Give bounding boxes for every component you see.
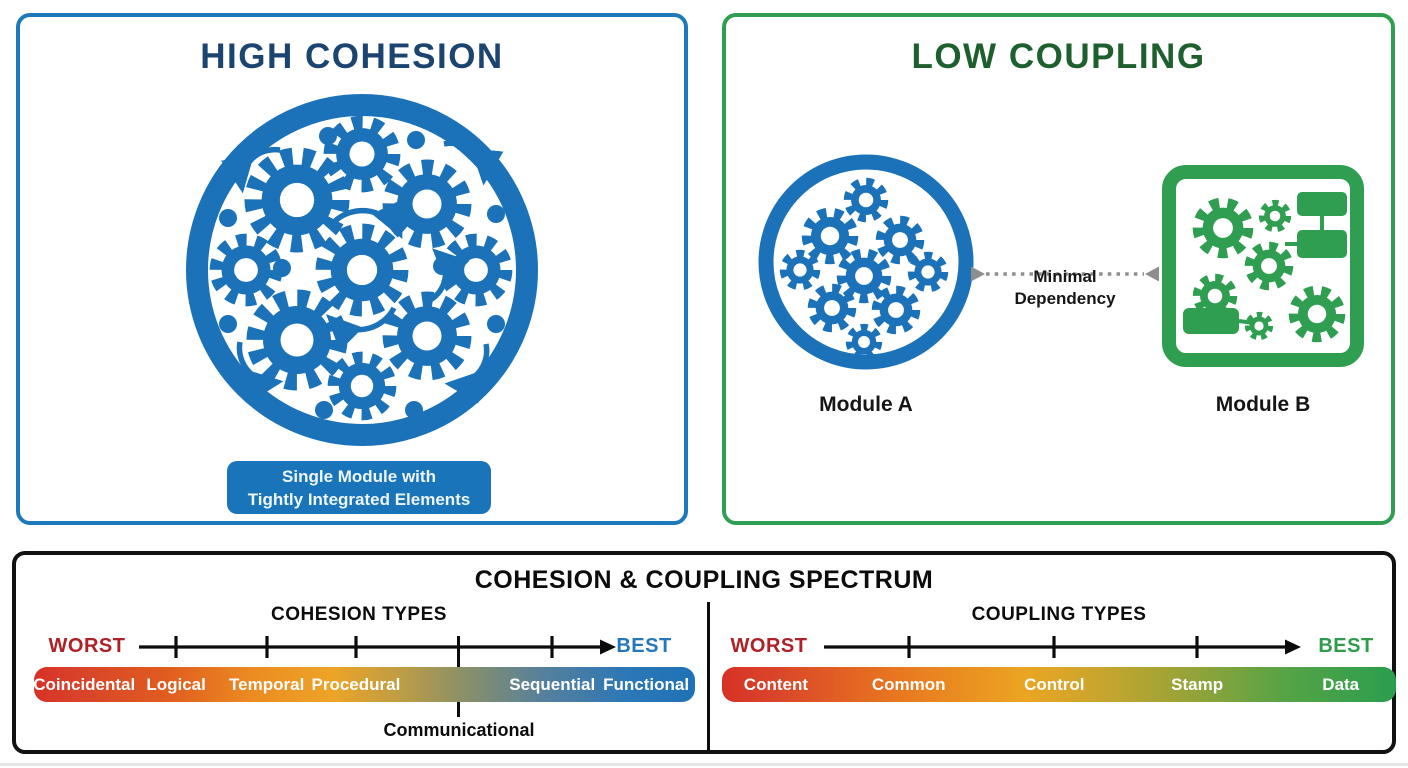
high-cohesion-panel: HIGH COHESION Single Module with Tightly… <box>16 13 688 525</box>
bar-label: Temporal <box>229 674 305 694</box>
module-b-illustration <box>1162 165 1364 367</box>
rotation-arrow-icon <box>444 343 490 404</box>
gear-icon <box>807 283 857 333</box>
gear-icon <box>875 215 925 265</box>
arrowhead-left-icon <box>971 266 985 282</box>
flowchart-node-icon <box>1297 192 1347 216</box>
cohesive-module-illustration <box>186 94 538 446</box>
gear-icon <box>244 147 350 253</box>
bar-label: Coincidental <box>33 674 136 694</box>
rotation-arrow-icon <box>326 306 397 352</box>
gear-icon <box>382 291 472 381</box>
coupling-worst-label: WORST <box>730 635 808 657</box>
arrowhead-right-icon <box>1145 266 1159 282</box>
spectrum-divider <box>707 602 710 750</box>
rotation-arrow-icon <box>332 199 403 239</box>
dependency-label-line-1: Minimal <box>1033 267 1097 286</box>
high-cohesion-title: HIGH COHESION <box>200 37 504 76</box>
cohesion-worst-label: WORST <box>48 635 126 657</box>
axis-arrowhead-icon <box>1285 639 1301 655</box>
dot-icon <box>487 315 505 333</box>
gear-icon <box>871 285 921 335</box>
module-a-illustration <box>758 154 974 370</box>
gear-icon <box>779 249 821 291</box>
rotation-arrow-icon <box>443 140 504 186</box>
dot-icon <box>219 315 237 333</box>
bar-label: Content <box>743 674 809 694</box>
module-a-label: Module A <box>819 393 913 416</box>
dependency-label: Minimal Dependency <box>994 266 1136 310</box>
gear-icon <box>323 115 401 193</box>
low-coupling-panel: LOW COUPLING Module A Module B Minimal D… <box>722 13 1395 525</box>
bar-label: Procedural <box>311 674 401 694</box>
gear-icon <box>801 207 859 265</box>
axis-arrowhead-icon <box>600 639 616 655</box>
coupling-gradient-bar: Content Common Control Stamp Data <box>722 667 1396 702</box>
module-b-label: Module B <box>1215 393 1311 416</box>
gear-icon <box>315 223 409 317</box>
caption-line-2: Tightly Integrated Elements <box>247 490 471 509</box>
bar-label: Functional <box>603 674 690 694</box>
gear-icon <box>843 177 889 223</box>
bar-label: Common <box>871 674 946 694</box>
gear-icon <box>836 248 892 304</box>
spectrum-title: COHESION & COUPLING SPECTRUM <box>474 566 934 594</box>
bar-label: Data <box>1322 674 1360 694</box>
minimal-dependency-arrow <box>971 266 1159 282</box>
gear-icon <box>1244 241 1294 291</box>
caption-line-1: Single Module with <box>282 467 436 486</box>
dot-icon <box>219 209 237 227</box>
gear-icon <box>1244 311 1274 341</box>
spectrum-panel: COHESION & COUPLING SPECTRUM COHESION TY… <box>12 551 1396 754</box>
cohesion-best-label: BEST <box>616 635 672 657</box>
gear-icon <box>1192 273 1238 319</box>
rotation-arrow-icon <box>428 248 470 303</box>
flowchart-node-icon <box>1297 230 1347 258</box>
gear-icon <box>1192 197 1254 259</box>
gear-icon <box>845 323 883 361</box>
coupling-best-label: BEST <box>1318 635 1374 657</box>
cohesion-types-heading: COHESION TYPES <box>271 604 447 625</box>
dot-icon <box>487 205 505 223</box>
dot-icon <box>407 131 425 149</box>
low-coupling-title: LOW COUPLING <box>911 37 1206 76</box>
bar-label: Logical <box>146 674 206 694</box>
dot-icon <box>319 127 337 145</box>
flowchart-node-icon <box>1183 308 1239 334</box>
cohesion-gradient-bar: Coincidental Logical Temporal Procedural… <box>33 667 695 702</box>
rotation-arrow-icon <box>236 341 284 403</box>
gear-icon <box>327 351 397 421</box>
bar-label: Stamp <box>1171 674 1224 694</box>
gear-icon <box>1288 285 1346 343</box>
rotation-arrow-icon <box>221 146 281 194</box>
cohesion-axis <box>139 636 616 658</box>
coupling-axis <box>824 636 1301 658</box>
bar-label: Control <box>1024 674 1085 694</box>
dot-icon <box>405 401 423 419</box>
cohesion-caption: Single Module with Tightly Integrated El… <box>227 461 491 514</box>
gear-icon <box>246 289 348 391</box>
bar-label: Sequential <box>509 674 596 694</box>
coupling-types-heading: COUPLING TYPES <box>971 604 1147 625</box>
communicational-label: Communicational <box>383 720 535 740</box>
dot-icon <box>273 259 291 277</box>
cropped-edge-artifact <box>0 763 1408 766</box>
dot-icon <box>315 401 333 419</box>
gear-icon <box>907 251 949 293</box>
dependency-label-line-2: Dependency <box>1014 289 1116 308</box>
gear-icon <box>1258 199 1292 233</box>
